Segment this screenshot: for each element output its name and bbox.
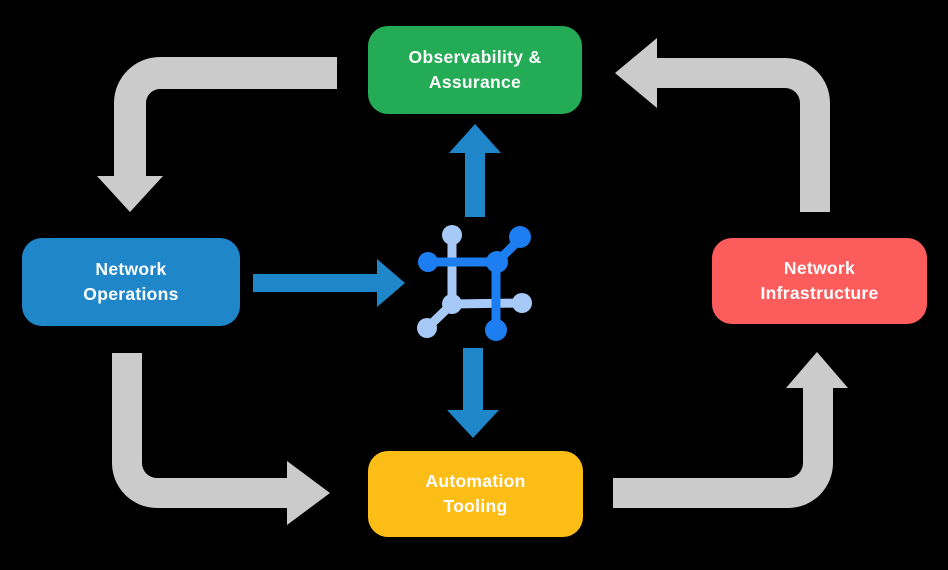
box-observability-label-line1: Observability & <box>408 47 542 68</box>
box-automation-label-line2: Tooling <box>443 496 508 516</box>
box-automation-label-line1: Automation <box>425 471 526 492</box>
flow-arrow-operations-to-core <box>253 259 405 307</box>
network-mesh-icon-light-nodes <box>417 225 532 338</box>
cycle-arrow-automation-to-infrastructure <box>613 352 848 508</box>
cycle-arrow-infrastructure-to-observability <box>615 38 830 212</box>
flow-arrow-core-to-automation <box>447 348 499 438</box>
box-observability-assurance: Observability & Assurance <box>368 26 582 114</box>
box-automation-tooling: Automation Tooling <box>368 451 583 537</box>
box-infrastructure-label-line1: Network <box>783 258 856 279</box>
box-observability-label-line2: Assurance <box>428 72 522 92</box>
flow-arrow-core-to-observability <box>449 124 501 217</box>
box-infrastructure-label-line2: Infrastructure <box>760 283 879 303</box>
cycle-arrow-observability-to-operations <box>97 57 337 212</box>
box-operations-label-line1: Network <box>95 259 167 280</box>
box-network-operations: Network Operations <box>22 238 240 326</box>
network-mesh-icon <box>417 225 532 341</box>
box-operations-label-line2: Operations <box>83 284 179 304</box>
box-network-infrastructure: Network Infrastructure <box>712 238 927 324</box>
cycle-arrow-operations-to-automation <box>112 353 330 525</box>
network-mesh-icon-dark-nodes <box>418 226 531 341</box>
